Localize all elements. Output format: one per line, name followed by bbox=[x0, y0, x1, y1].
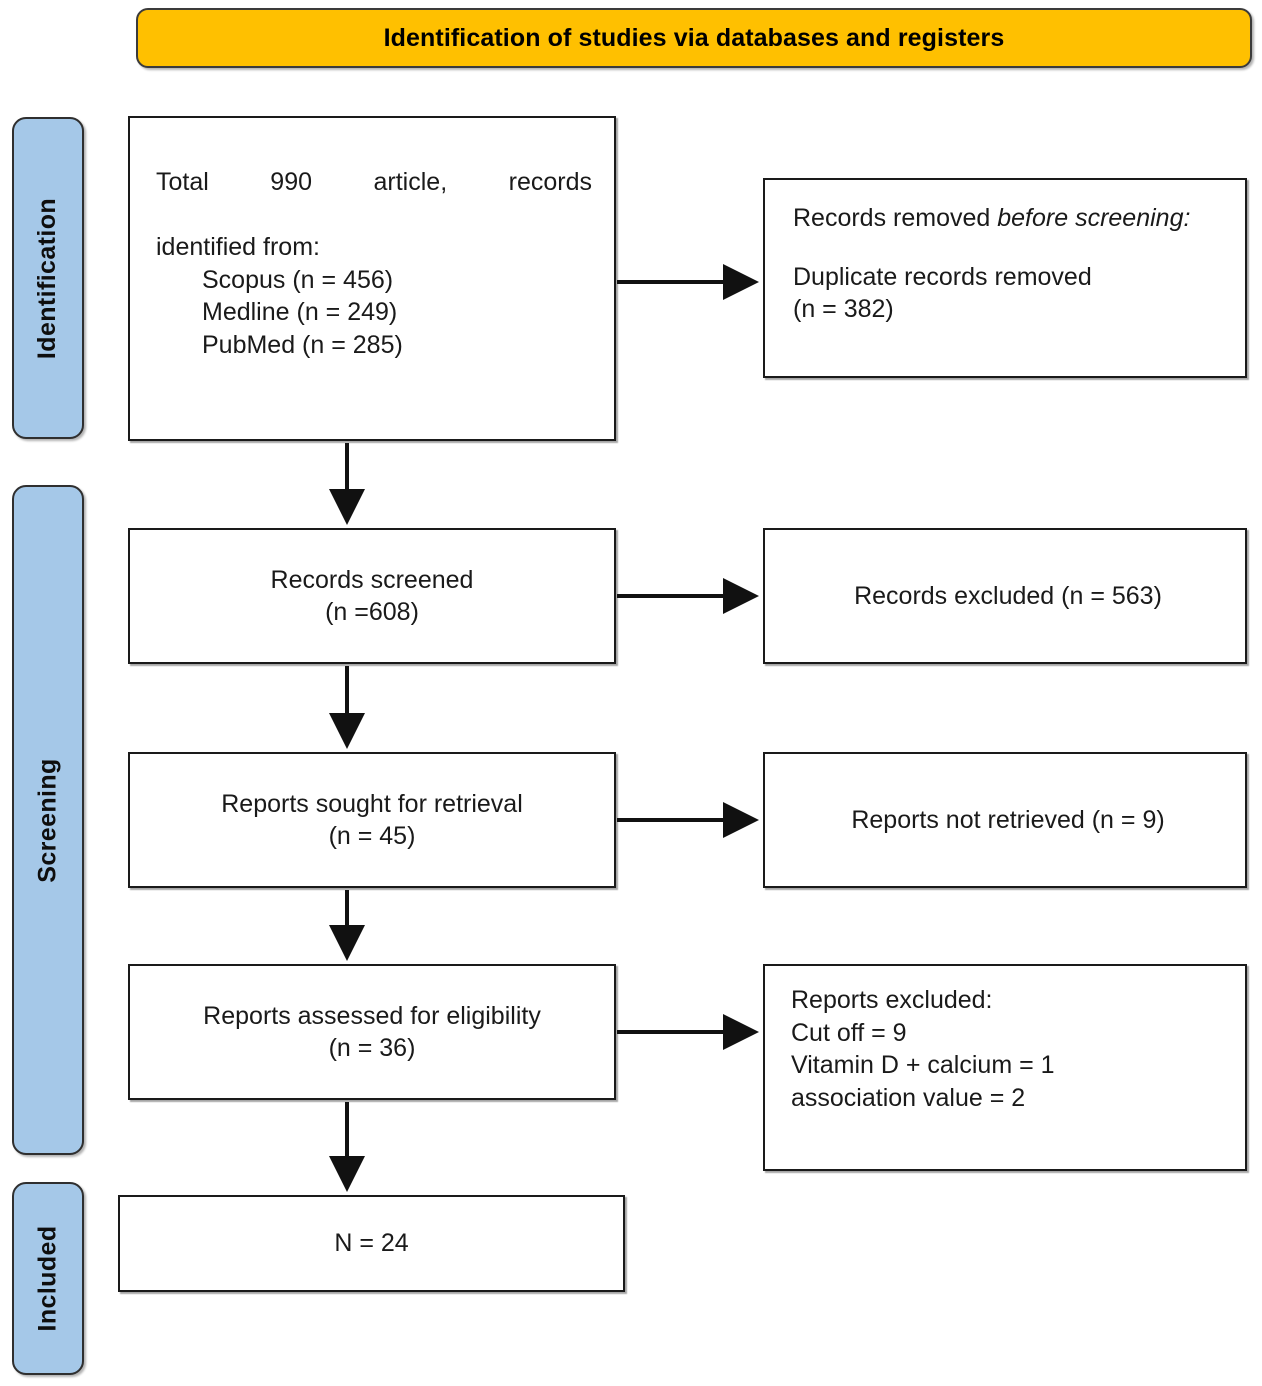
source-medline: Medline (n = 249) bbox=[202, 298, 398, 326]
records-identified-line1: Total 990 article, records bbox=[156, 168, 592, 196]
box-reports-assessed-text: Reports assessed for eligibility (n = 36… bbox=[130, 966, 614, 1098]
reports-sought-count: (n = 45) bbox=[328, 822, 416, 850]
reports-assessed-count: (n = 36) bbox=[328, 1034, 416, 1062]
records-screened-label: Records screened bbox=[270, 565, 474, 594]
box-records-identified: Total 990 article, records identified fr… bbox=[128, 116, 616, 441]
records-excluded-label: Records excluded (n = 563) bbox=[854, 581, 1162, 610]
box-reports-not-retrieved: Reports not retrieved (n = 9) bbox=[763, 752, 1247, 888]
reports-excluded-reason-association-value: association value = 2 bbox=[791, 1083, 1026, 1112]
box-reports-excluded: Reports excluded: Cut off = 9 Vitamin D … bbox=[763, 964, 1247, 1171]
duplicate-records-removed-count: (n = 382) bbox=[793, 295, 894, 323]
box-included-total-text: N = 24 bbox=[120, 1197, 623, 1290]
reports-not-retrieved-label: Reports not retrieved (n = 9) bbox=[851, 805, 1165, 834]
box-included-total: N = 24 bbox=[118, 1195, 625, 1292]
source-scopus: Scopus (n = 456) bbox=[202, 265, 394, 294]
box-reports-sought-for-retrieval: Reports sought for retrieval (n = 45) bbox=[128, 752, 616, 888]
included-total-label: N = 24 bbox=[334, 1229, 409, 1258]
duplicate-records-removed-label: Duplicate records removed bbox=[793, 262, 1092, 291]
records-removed-heading-italic: before screening bbox=[997, 204, 1184, 232]
records-removed-heading-colon: : bbox=[1183, 204, 1191, 232]
box-reports-not-retrieved-text: Reports not retrieved (n = 9) bbox=[787, 754, 1229, 886]
box-records-identified-text: Total 990 article, records identified fr… bbox=[156, 166, 592, 361]
box-records-excluded: Records excluded (n = 563) bbox=[763, 528, 1247, 664]
box-reports-assessed-for-eligibility: Reports assessed for eligibility (n = 36… bbox=[128, 964, 616, 1100]
stage-band-included: Included bbox=[12, 1182, 84, 1375]
stage-band-identification: Identification bbox=[12, 117, 84, 439]
reports-excluded-reason-cut-off: Cut off = 9 bbox=[791, 1018, 907, 1047]
diagram-header-title: Identification of studies via databases … bbox=[383, 23, 1005, 52]
reports-sought-label: Reports sought for retrieval bbox=[221, 789, 523, 818]
reports-assessed-label: Reports assessed for eligibility bbox=[203, 1001, 541, 1030]
records-removed-heading-plain: Records removed bbox=[793, 204, 998, 232]
reports-excluded-reason-vitamin-d-calcium: Vitamin D + calcium = 1 bbox=[791, 1051, 1055, 1079]
box-records-excluded-text: Records excluded (n = 563) bbox=[787, 530, 1229, 662]
box-records-screened-text: Records screened (n =608) bbox=[130, 530, 614, 662]
stage-band-screening: Screening bbox=[12, 485, 84, 1155]
box-reports-excluded-text: Reports excluded: Cut off = 9 Vitamin D … bbox=[791, 984, 1229, 1114]
box-records-screened: Records screened (n =608) bbox=[128, 528, 616, 664]
records-identified-line2: identified from: bbox=[156, 233, 320, 261]
box-reports-sought-text: Reports sought for retrieval (n = 45) bbox=[130, 754, 614, 886]
source-pubmed: PubMed (n = 285) bbox=[202, 330, 403, 359]
diagram-header-banner: Identification of studies via databases … bbox=[136, 8, 1252, 68]
records-screened-count: (n =608) bbox=[325, 598, 419, 626]
box-records-removed-text: Records removed before screening: Duplic… bbox=[793, 202, 1225, 326]
reports-excluded-heading: Reports excluded: bbox=[791, 986, 993, 1014]
box-records-removed-before-screening: Records removed before screening: Duplic… bbox=[763, 178, 1247, 378]
